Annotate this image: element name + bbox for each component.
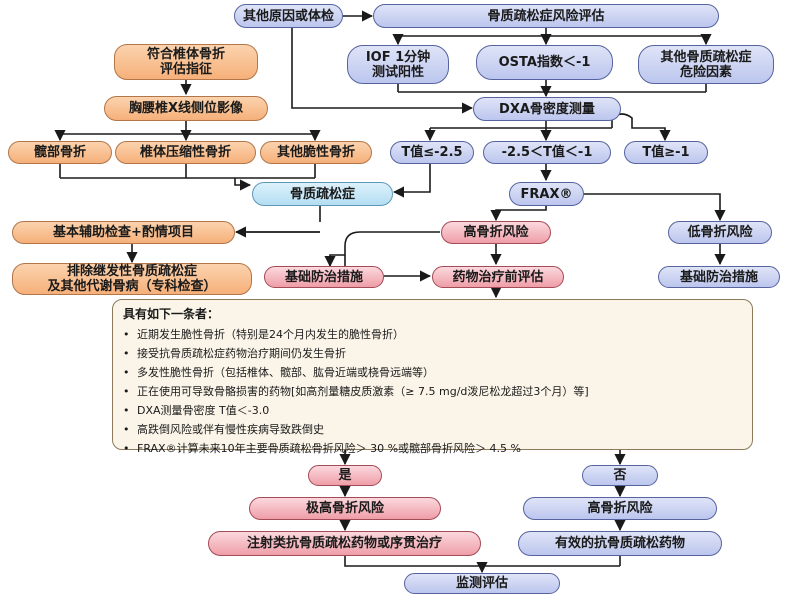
- monitoring-node: 监测评估: [404, 573, 560, 594]
- very-high-risk-node: 极高骨折风险: [249, 497, 441, 520]
- pre-drug-eval-node: 药物治疗前评估: [432, 266, 564, 288]
- very-high-risk-criteria-box: 具有如下一条者： •近期发生脆性骨折（特别是24个月内发生的脆性骨折） •接受抗…: [112, 299, 753, 455]
- exclude-line-2: 及其他代谢骨病（专科检查）: [47, 279, 217, 294]
- exclude-line-1: 排除继发性骨质疏松症: [66, 264, 197, 279]
- basic-prevention-right-node: 基础防治措施: [658, 266, 780, 288]
- criteria-text: 接受抗骨质疏松症药物治疗期间仍发生骨折: [137, 347, 346, 360]
- criteria-text: FRAX®计算未来10年主要骨质疏松骨折风险＞ 30 %或髋部骨折风险＞ 4.5…: [137, 442, 521, 455]
- criteria-item: •近期发生脆性骨折（特别是24个月内发生的脆性骨折）: [123, 328, 404, 341]
- effective-drugs-node: 有效的抗骨质疏松药物: [518, 531, 722, 556]
- criteria-text: DXA测量骨密度 T值＜-3.0: [137, 404, 270, 417]
- indication-line-1: 符合椎体骨折: [146, 47, 225, 62]
- dxa-test-node: DXA骨密度测量: [473, 97, 621, 121]
- other-risk-factors-node: 其他骨质疏松症 危险因素: [638, 45, 774, 84]
- criteria-text: 正在使用可导致骨骼损害的药物[如高剂量糖皮质激素（≥ 7.5 mg/d泼尼松龙超…: [137, 385, 589, 398]
- osteoporosis-node: 骨质疏松症: [252, 182, 393, 206]
- criteria-list: •近期发生脆性骨折（特别是24个月内发生的脆性骨折） •接受抗骨质疏松症药物治疗…: [123, 325, 742, 458]
- criteria-text: 高跌倒风险或伴有慢性疾病导致跌倒史: [137, 423, 324, 436]
- criteria-text: 多发性脆性骨折（包括椎体、髋部、肱骨近端或桡骨远端等）: [137, 366, 434, 379]
- exclude-secondary-node: 排除继发性骨质疏松症 及其他代谢骨病（专科检查）: [12, 263, 252, 295]
- criteria-item: •DXA测量骨密度 T值＜-3.0: [123, 404, 270, 417]
- hip-fracture-node: 髋部骨折: [8, 141, 112, 164]
- vertebral-compression-node: 椎体压缩性骨折: [115, 141, 256, 164]
- risk-factors-line-2: 危险因素: [679, 64, 732, 80]
- criteria-item: •FRAX®计算未来10年主要骨质疏松骨折风险＞ 30 %或髋部骨折风险＞ 4.…: [123, 442, 521, 455]
- basic-workup-node: 基本辅助检查+酌情项目: [12, 221, 235, 244]
- iof-test-node: IOF 1分钟 测试阳性: [347, 45, 449, 84]
- t-high-node: T值≥-1: [624, 141, 708, 164]
- high-risk-node: 高骨折风险: [441, 221, 551, 244]
- basic-prevention-left-node: 基础防治措施: [264, 266, 384, 288]
- vertebral-indication-node: 符合椎体骨折 评估指征: [114, 44, 258, 80]
- indication-line-2: 评估指征: [159, 62, 212, 77]
- risk-factors-line-1: 其他骨质疏松症: [660, 49, 752, 65]
- other-fragility-node: 其他脆性骨折: [260, 141, 372, 164]
- criteria-title: 具有如下一条者：: [123, 307, 220, 321]
- high-risk-bottom-node: 高骨折风险: [523, 497, 717, 520]
- low-risk-node: 低骨折风险: [668, 221, 772, 244]
- yes-node: 是: [308, 465, 382, 486]
- other-causes-node: 其他原因或体检: [234, 4, 343, 28]
- t-mid-node: -2.5＜T值＜-1: [483, 141, 611, 164]
- spine-xray-node: 胸腰椎X线侧位影像: [104, 96, 268, 121]
- criteria-item: •接受抗骨质疏松症药物治疗期间仍发生骨折: [123, 347, 346, 360]
- criteria-item: •高跌倒风险或伴有慢性疾病导致跌倒史: [123, 423, 324, 436]
- osta-index-node: OSTA指数＜-1: [476, 45, 613, 80]
- injectable-therapy-node: 注射类抗骨质疏松药物或序贯治疗: [208, 531, 481, 556]
- iof-line-2: 测试阳性: [371, 64, 424, 80]
- criteria-item: •正在使用可导致骨骼损害的药物[如高剂量糖皮质激素（≥ 7.5 mg/d泼尼松龙…: [123, 385, 589, 398]
- risk-assessment-node: 骨质疏松症风险评估: [373, 4, 719, 28]
- criteria-text: 近期发生脆性骨折（特别是24个月内发生的脆性骨折）: [137, 328, 404, 341]
- no-node: 否: [582, 465, 658, 486]
- frax-node: FRAX®: [509, 182, 584, 206]
- iof-line-1: IOF 1分钟: [365, 49, 431, 65]
- t-low-node: T值≤-2.5: [390, 141, 474, 164]
- criteria-item: •多发性脆性骨折（包括椎体、髋部、肱骨近端或桡骨远端等）: [123, 366, 434, 379]
